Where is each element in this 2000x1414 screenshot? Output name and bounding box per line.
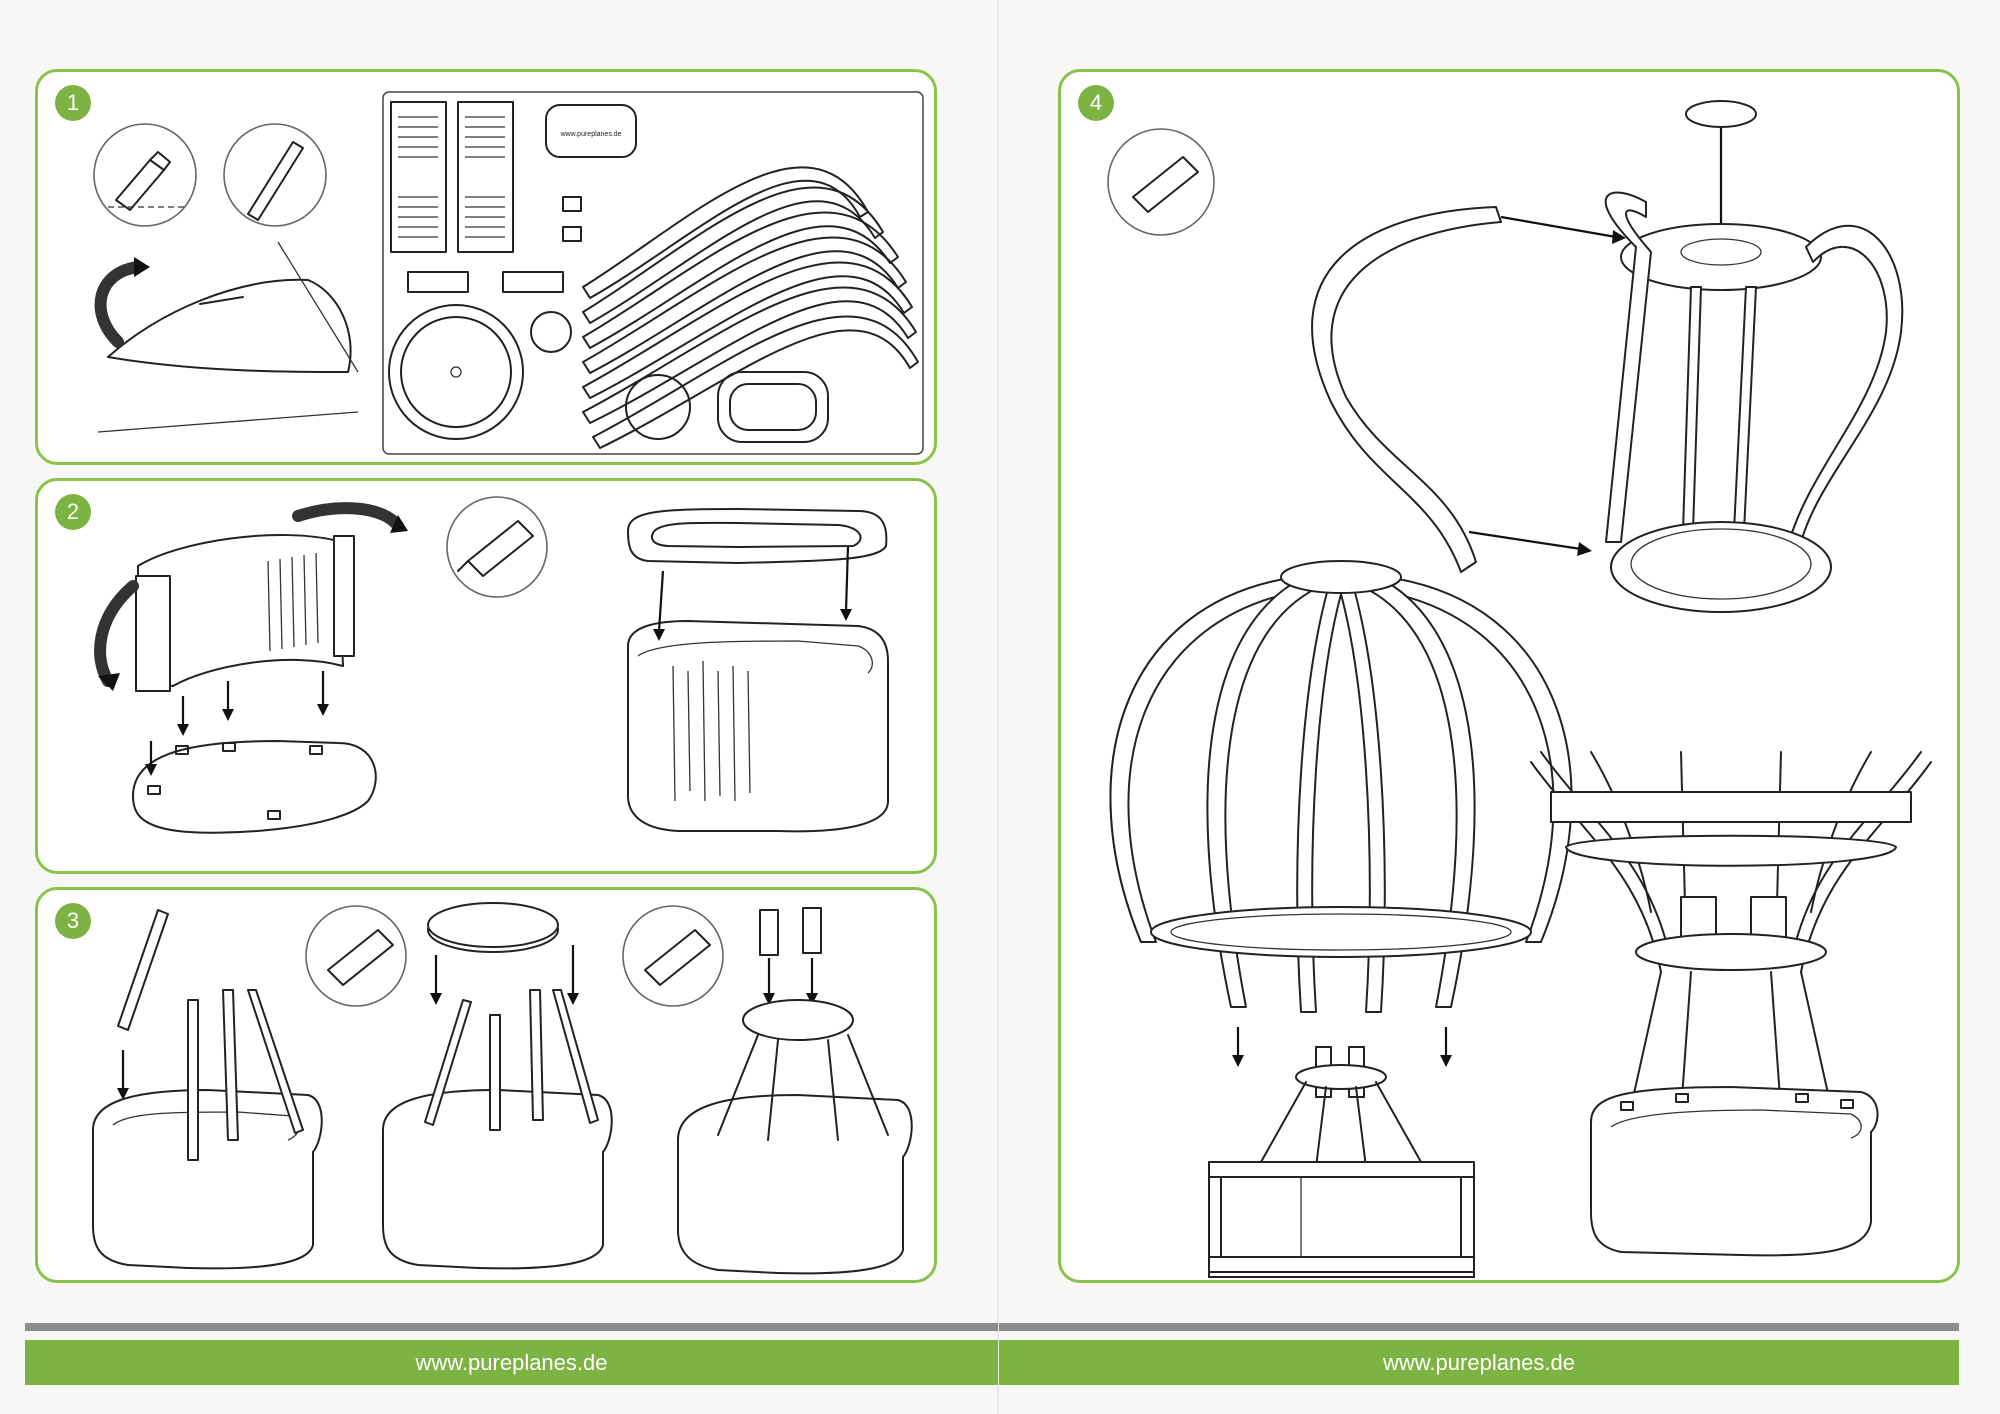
glue-tube-icon: [446, 496, 548, 598]
balloon-frame-assembly: [1311, 100, 1904, 613]
footer-bar-left: www.pureplanes.de: [25, 1340, 998, 1385]
footer-bar-right: www.pureplanes.de: [999, 1340, 1959, 1385]
glue-tube-icon: [305, 905, 407, 1007]
cutter-knife-icon: [93, 123, 197, 227]
box-with-top-plate: [677, 907, 913, 1275]
step-1-badge: 1: [55, 85, 91, 121]
glue-tube-icon: [622, 905, 724, 1007]
bending-wall-illustration: [94, 502, 408, 692]
hot-air-balloon-assembly: [1109, 560, 1573, 1278]
basket-closeup: [1530, 751, 1932, 1257]
sheet-cutout-illustration: [94, 241, 359, 433]
step-1-panel: 1: [35, 69, 937, 465]
parts-sheet-stamp: www.pureplanes.de: [559, 131, 621, 138]
box-with-top-frame: [627, 508, 889, 833]
glue-tube-icon: [1107, 128, 1215, 236]
step-1-illustration: www.pureplanes.de: [93, 91, 924, 455]
sanding-file-icon: [223, 123, 327, 227]
page-fold: [997, 0, 999, 1414]
step-3-badge: 3: [55, 903, 91, 939]
down-arrows: [145, 671, 329, 776]
step-3-illustration: [92, 902, 913, 1275]
footer-gray-rule-right: [999, 1323, 1959, 1331]
box-with-struts-2: [382, 902, 613, 1270]
box-with-struts-1: [92, 909, 323, 1270]
footer-url-left[interactable]: www.pureplanes.de: [415, 1350, 608, 1375]
step-4-badge: 4: [1078, 85, 1114, 121]
footer-url-right[interactable]: www.pureplanes.de: [1382, 1350, 1575, 1375]
step-4-panel: 4: [1058, 69, 1960, 1283]
base-plate: [132, 740, 377, 834]
footer-gray-rule-left: [25, 1323, 998, 1331]
step-3-panel: 3: [35, 887, 937, 1283]
step-2-illustration: [94, 496, 889, 834]
step-2-panel: 2: [35, 478, 937, 874]
step-4-illustration: [1107, 100, 1932, 1278]
parts-sheet: www.pureplanes.de: [382, 91, 924, 455]
step-2-badge: 2: [55, 494, 91, 530]
